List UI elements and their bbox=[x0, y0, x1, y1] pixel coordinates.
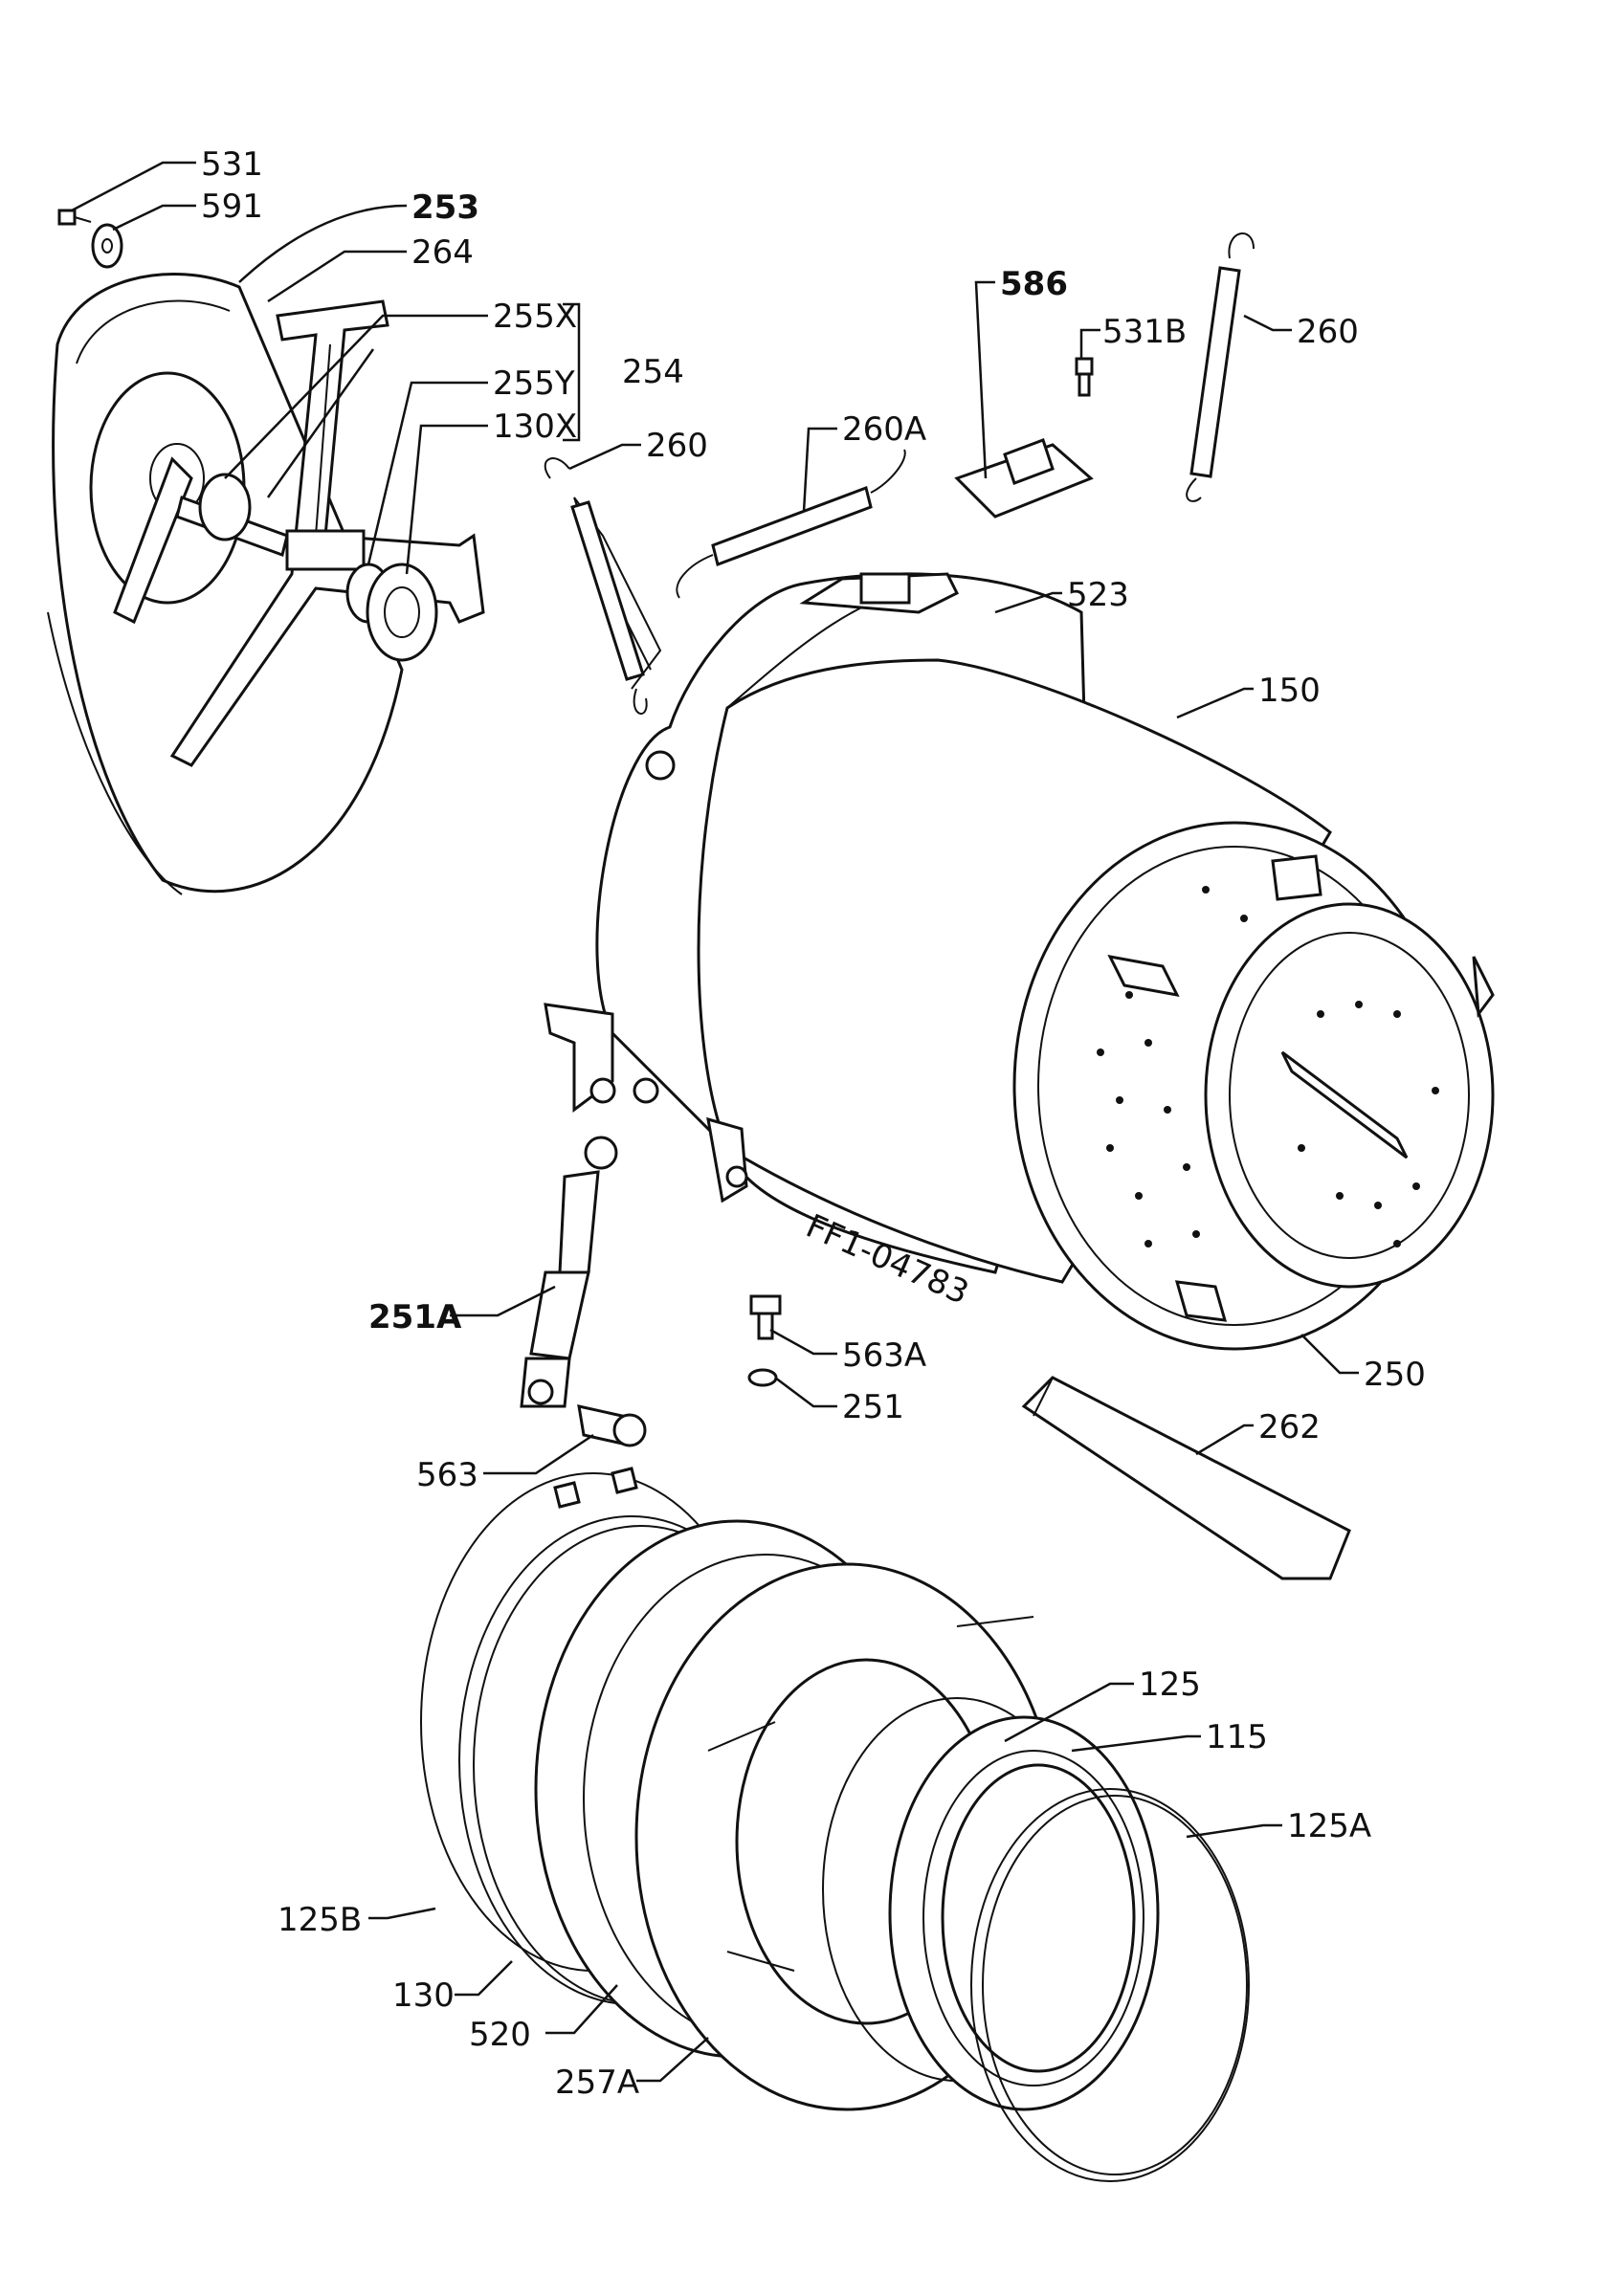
label-250: 250 bbox=[1364, 1356, 1426, 1394]
bracket-586 bbox=[954, 438, 1094, 519]
washer-591 bbox=[91, 223, 123, 269]
label-130x: 130X bbox=[493, 408, 577, 446]
label-531: 531 bbox=[201, 145, 263, 184]
label-251A: 251A bbox=[368, 1298, 462, 1336]
screw-531 bbox=[57, 209, 92, 226]
screw-531B bbox=[1075, 357, 1094, 397]
label-531B: 531B bbox=[1102, 313, 1187, 351]
label-125A: 125A bbox=[1287, 1807, 1371, 1845]
label-591: 591 bbox=[201, 188, 263, 226]
spring-260A bbox=[676, 449, 906, 599]
spider-arm-264 bbox=[169, 299, 485, 767]
part-labels: 531 591 253 264 255X 254 255Y 130X 260 2… bbox=[201, 145, 1426, 2102]
shock-absorber-251A bbox=[520, 1136, 618, 1408]
label-255x: 255X bbox=[493, 298, 577, 336]
label-563A: 563A bbox=[842, 1336, 926, 1375]
label-255y: 255Y bbox=[493, 364, 575, 403]
label-262: 262 bbox=[1258, 1408, 1321, 1446]
label-260A: 260A bbox=[842, 410, 926, 449]
washer-251 bbox=[747, 1368, 778, 1387]
label-257A: 257A bbox=[555, 2064, 639, 2102]
label-586: 586 bbox=[1000, 265, 1068, 303]
label-563: 563 bbox=[416, 1456, 478, 1494]
label-254: 254 bbox=[622, 353, 684, 391]
spring-260-left bbox=[544, 457, 662, 715]
bellows-115 bbox=[888, 1715, 1160, 2111]
bolt-563A bbox=[749, 1294, 782, 1340]
label-125B: 125B bbox=[278, 1901, 362, 1939]
label-520: 520 bbox=[469, 2016, 531, 2054]
spring-260-right bbox=[1186, 232, 1255, 502]
shaft-bearing-254 bbox=[198, 473, 438, 662]
leader-lines bbox=[71, 161, 1359, 2083]
clamp-ring-125A bbox=[970, 1788, 1250, 2182]
label-260-left: 260 bbox=[646, 427, 708, 465]
label-264: 264 bbox=[411, 233, 474, 272]
bolt-563 bbox=[577, 1404, 647, 1447]
label-253: 253 bbox=[411, 188, 479, 227]
label-251: 251 bbox=[842, 1388, 904, 1426]
paddle-262 bbox=[1021, 1376, 1351, 1580]
label-130: 130 bbox=[392, 1976, 455, 2015]
tub-150: FF1-04783 bbox=[544, 572, 1332, 1313]
label-115: 115 bbox=[1206, 1718, 1268, 1756]
label-125: 125 bbox=[1139, 1666, 1201, 1704]
label-260-right: 260 bbox=[1297, 313, 1359, 351]
label-523: 523 bbox=[1067, 576, 1129, 614]
drum-250 bbox=[1012, 821, 1495, 1351]
label-150: 150 bbox=[1258, 672, 1321, 710]
